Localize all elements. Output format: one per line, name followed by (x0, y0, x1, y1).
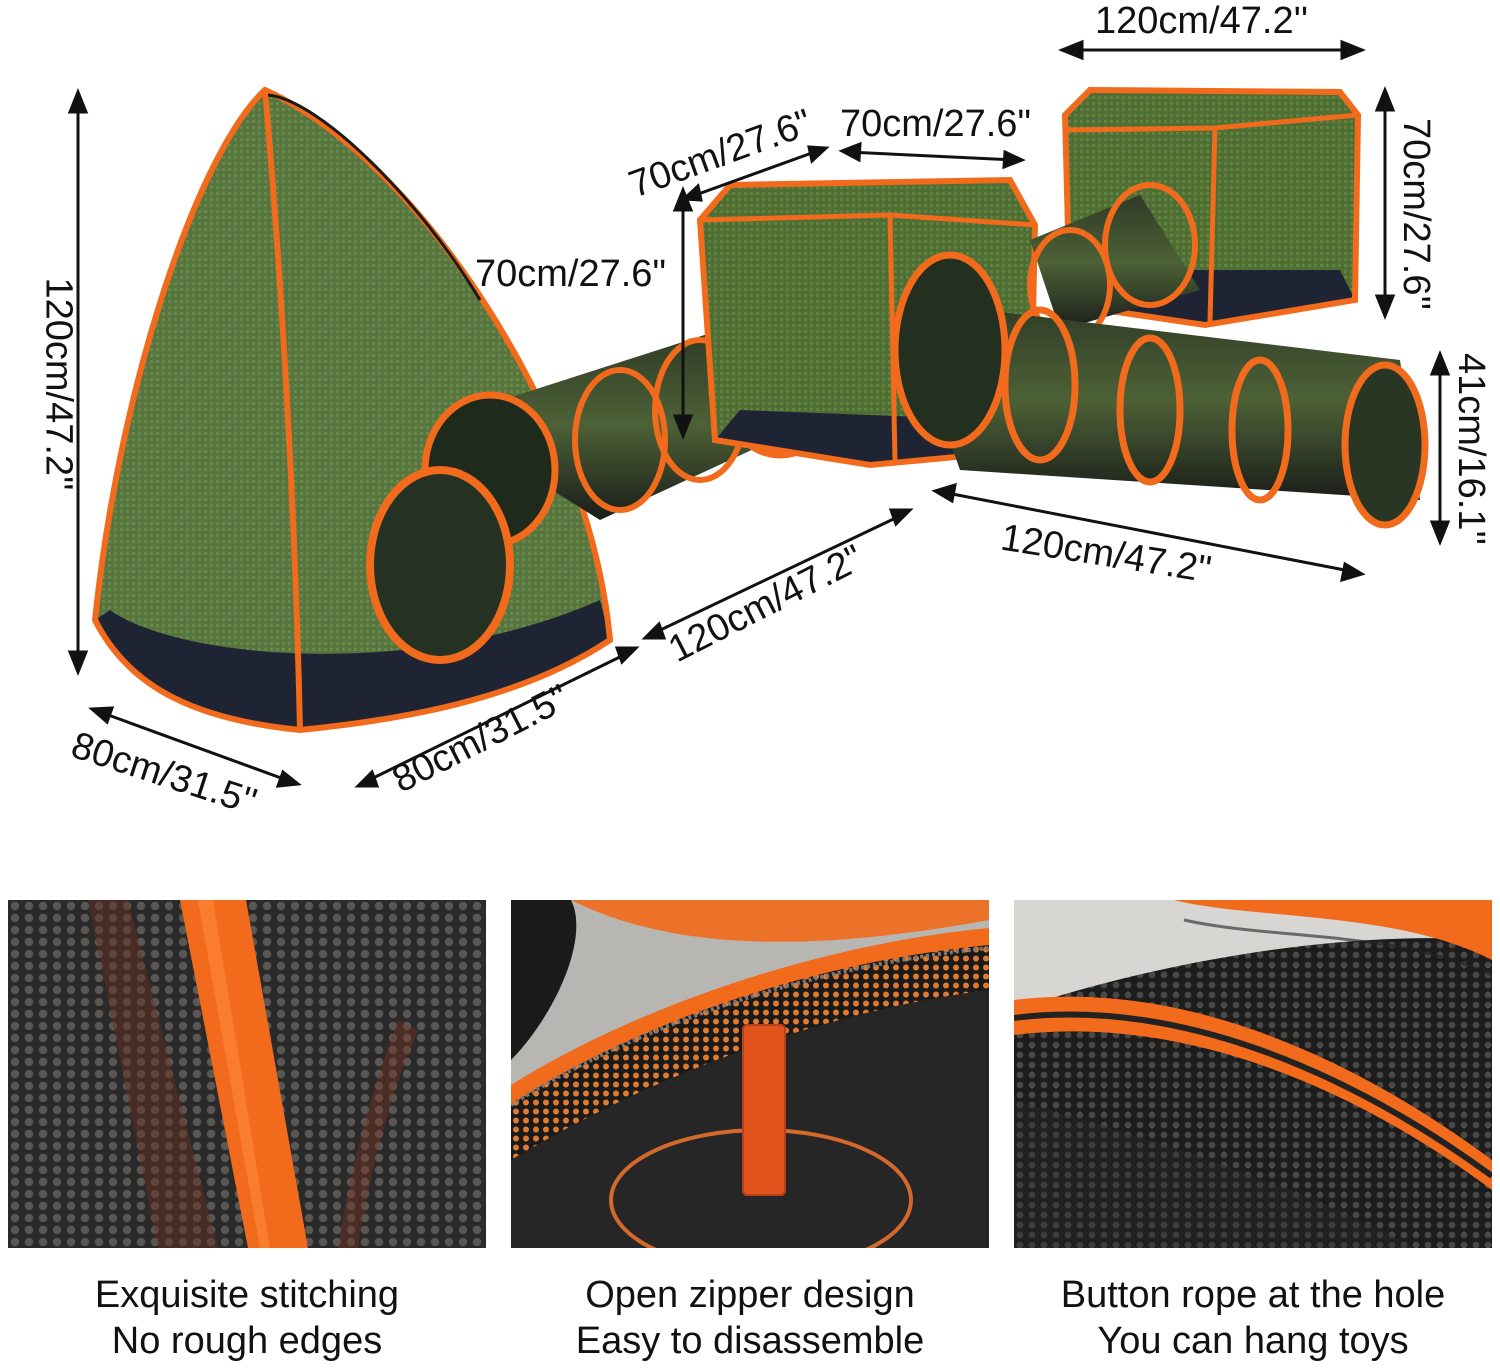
feature-line2: You can hang toys (1097, 1320, 1409, 1362)
detail-panel-rope (1014, 900, 1492, 1248)
cat-tent-drawing (67, 39, 1451, 788)
zipper-photo (511, 900, 989, 1248)
cube2-height-label: 70cm/27.6'' (1394, 118, 1437, 310)
dimension-arrows (67, 39, 1451, 788)
feature-caption-rope: Button rope at the hole You can hang toy… (1014, 1272, 1492, 1364)
feature-line1: Button rope at the hole (1060, 1274, 1446, 1316)
feature-line2: No rough edges (111, 1320, 383, 1362)
detail-panel-zipper (511, 900, 989, 1248)
stitching-photo (8, 900, 486, 1248)
rope-photo (1014, 900, 1492, 1248)
feature-caption-zipper: Open zipper design Easy to disassemble (511, 1272, 989, 1364)
tunnel-2 (891, 251, 1429, 529)
cube2-width-label: 120cm/47.2'' (1095, 0, 1309, 42)
cube1-depth-label: 70cm/27.6" (840, 103, 1031, 145)
feature-line2: Easy to disassemble (575, 1320, 925, 1362)
detail-panel-stitching (8, 900, 486, 1248)
feature-caption-stitching: Exquisite stitching No rough edges (8, 1272, 486, 1364)
tent-height-label: 120cm/47.2'' (37, 277, 80, 491)
feature-line1: Exquisite stitching (94, 1274, 400, 1316)
tunnel-diameter-label: 41cm/16.1'' (1449, 353, 1492, 545)
product-illustration: 120cm/47.2'' 80cm/31.5'' 80cm/31.5'' 120… (37, 0, 1492, 824)
cube1-height-label: 70cm/27.6" (475, 253, 666, 295)
feature-line1: Open zipper design (585, 1274, 915, 1316)
